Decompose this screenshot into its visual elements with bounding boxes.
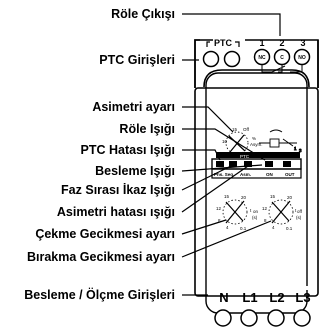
ton-name: t [250,208,252,213]
label-ptc-inputs: PTC Girişleri [99,53,175,67]
relay-terminal-group: 1 2 3 NC C NO [253,38,311,73]
out-label: OUT [285,172,295,177]
relay-number-2: 2 [279,38,284,48]
toff-scale-0-1: 0.1 [286,226,293,231]
asym-scale-10: 10 [222,139,228,144]
out-led [283,161,291,167]
toff-scale-8: 8 [264,218,267,223]
terminal-label-l2: L2 [269,290,284,305]
ton-scale-0-1: 0.1 [240,226,247,231]
svg-text:1: 1 [294,146,297,151]
ton-sub: on [253,209,259,214]
label-ptc-error-light: PTC Hatası Işığı [81,143,175,157]
asym-scale-15: 15 [232,127,238,132]
label-supply-light: Besleme Işığı [95,164,175,178]
toff-scale-20: 20 [287,195,293,200]
ptc-terminal-1[interactable] [202,50,220,68]
relay-contact-nc: NC [258,55,266,61]
ptc-led [216,161,224,167]
terminal-label-l3: L3 [295,290,310,305]
device-top-frame [194,39,319,88]
ton-scale-8: 8 [218,218,221,223]
ton-scale-15: 15 [224,194,230,199]
toff-scale-4: 4 [272,225,275,230]
ton-scale-20: 20 [241,195,247,200]
asym-unit: % [252,136,256,141]
toff-name: t [295,208,297,213]
relay-contact-c: C [280,55,284,61]
toff-scale-12: 12 [262,206,268,211]
relay-number-3: 3 [300,38,305,48]
leader-lines [181,13,281,296]
on-label: ON [266,172,273,177]
release-delay-dial[interactable]: 15 20 12 t off (s) 8 4 0.1 [262,194,303,231]
label-asymmetry-error-light: Asimetri hatası ışığı [57,205,175,219]
ton-scale-4: 4 [226,225,229,230]
relay-number-1: 1 [259,38,264,48]
label-release-delay: Bırakma Gecikmesi ayarı [27,250,175,264]
relay-terminal-nc[interactable] [253,48,271,66]
asym-led [244,161,252,167]
relay-terminal-c[interactable] [273,48,291,66]
toff-unit: (s) [296,215,302,220]
ptc-led-label: PTC [240,154,250,159]
ptc-header: PTC [214,38,233,48]
phase-seq-label: Phs. Seq. [214,172,234,177]
ptc-terminal-2[interactable] [223,50,241,68]
toff-sub: off [297,209,303,214]
relay-contact-no: NO [298,55,306,61]
terminal-n[interactable] [214,309,232,327]
terminal-l2[interactable] [267,309,285,327]
label-asymmetry-setting: Asimetri ayarı [92,100,175,114]
phase-seq-led [229,161,237,167]
pull-in-delay-dial[interactable]: 15 20 12 t on (s) 8 4 0.1 [216,194,259,231]
svg-text:3: 3 [299,148,302,153]
terminal-label-l1: L1 [242,290,257,305]
relay-terminal-no[interactable] [293,48,311,66]
asym-label: Asm. [240,172,251,177]
terminal-label-n: N [219,290,228,305]
on-led [265,161,273,167]
label-supply-measurement-inputs: Besleme / Ölçme Girişleri [24,287,175,302]
label-relay-output: Röle Çıkışı [111,7,175,21]
terminal-l3[interactable] [293,309,311,327]
terminal-l1[interactable] [240,309,258,327]
power-terminal-group: N L1 L2 L3 [208,286,314,327]
toff-scale-15: 15 [270,194,276,199]
label-pull-in-delay: Çekme Gecikmesi ayarı [35,227,175,241]
asym-sub: Asym. [250,142,263,147]
ton-unit: (s) [252,215,258,220]
ton-scale-12: 12 [216,206,222,211]
relay-lamp-symbol: 1 3 [259,129,302,153]
label-phase-sequence-light: Faz Sırası İkaz Işığı [61,182,175,197]
label-relay-light: Röle Işığı [119,122,175,136]
asym-off: Off [243,127,250,132]
callout-labels: Röle Çıkışı PTC Girişleri Asimetri ayarı… [24,7,175,302]
ptc-terminal-group: PTC [202,38,241,68]
